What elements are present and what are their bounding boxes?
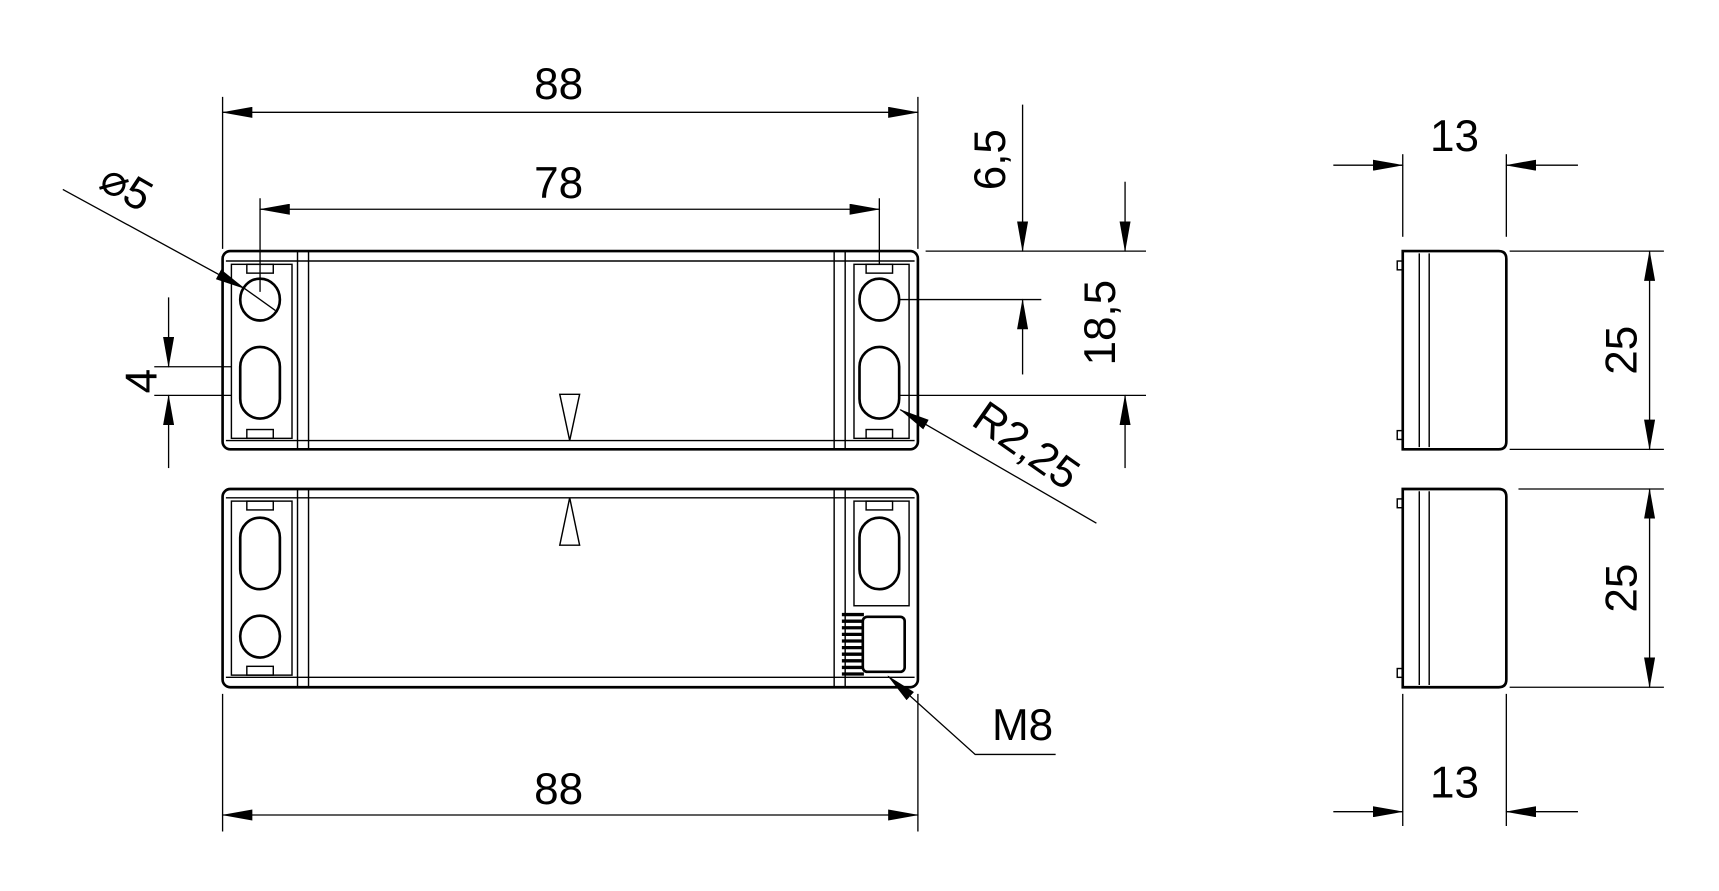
dim-label: 25 bbox=[1597, 564, 1646, 613]
mounting-slot bbox=[238, 345, 282, 420]
dim-label: 6,5 bbox=[966, 129, 1015, 190]
dim-hole-offset: 6,5 bbox=[898, 104, 1146, 375]
dim-label: R2,25 bbox=[964, 392, 1088, 500]
actuator-side-view bbox=[1396, 249, 1508, 451]
dim-side-thickness-top: 13 bbox=[1333, 112, 1578, 237]
dim-label: 13 bbox=[1430, 112, 1479, 161]
dim-side-height-top: 25 bbox=[1509, 250, 1664, 451]
dim-side-height-bottom: 25 bbox=[1509, 487, 1664, 689]
dim-label: 78 bbox=[534, 159, 583, 208]
sensor-front-view bbox=[221, 487, 920, 689]
dim-side-thickness-bottom: 13 bbox=[1333, 693, 1578, 827]
dim-label: 4 bbox=[117, 369, 166, 393]
sensor-side-view bbox=[1396, 487, 1508, 689]
dim-label: 88 bbox=[534, 60, 583, 109]
dim-label: 13 bbox=[1430, 758, 1479, 807]
alignment-mark bbox=[558, 497, 581, 546]
dim-overall-length-bottom: 88 bbox=[221, 693, 920, 832]
actuator-front-view bbox=[221, 249, 920, 451]
dim-hole-spacing: 78 bbox=[258, 159, 881, 292]
dim-slot-offset: 18,5 bbox=[898, 181, 1146, 469]
dim-label: 18,5 bbox=[1076, 280, 1125, 366]
m8-connector-thread bbox=[841, 612, 907, 676]
dim-overall-length-top: 88 bbox=[221, 60, 920, 249]
dim-label: 25 bbox=[1597, 326, 1646, 375]
dim-connector: M8 bbox=[887, 675, 1056, 756]
dim-label: M8 bbox=[992, 701, 1053, 750]
dim-label: 88 bbox=[534, 765, 583, 814]
dim-slot-radius: R2,25 bbox=[899, 392, 1097, 524]
dim-slot-width: 4 bbox=[117, 297, 232, 469]
alignment-mark bbox=[558, 393, 581, 441]
